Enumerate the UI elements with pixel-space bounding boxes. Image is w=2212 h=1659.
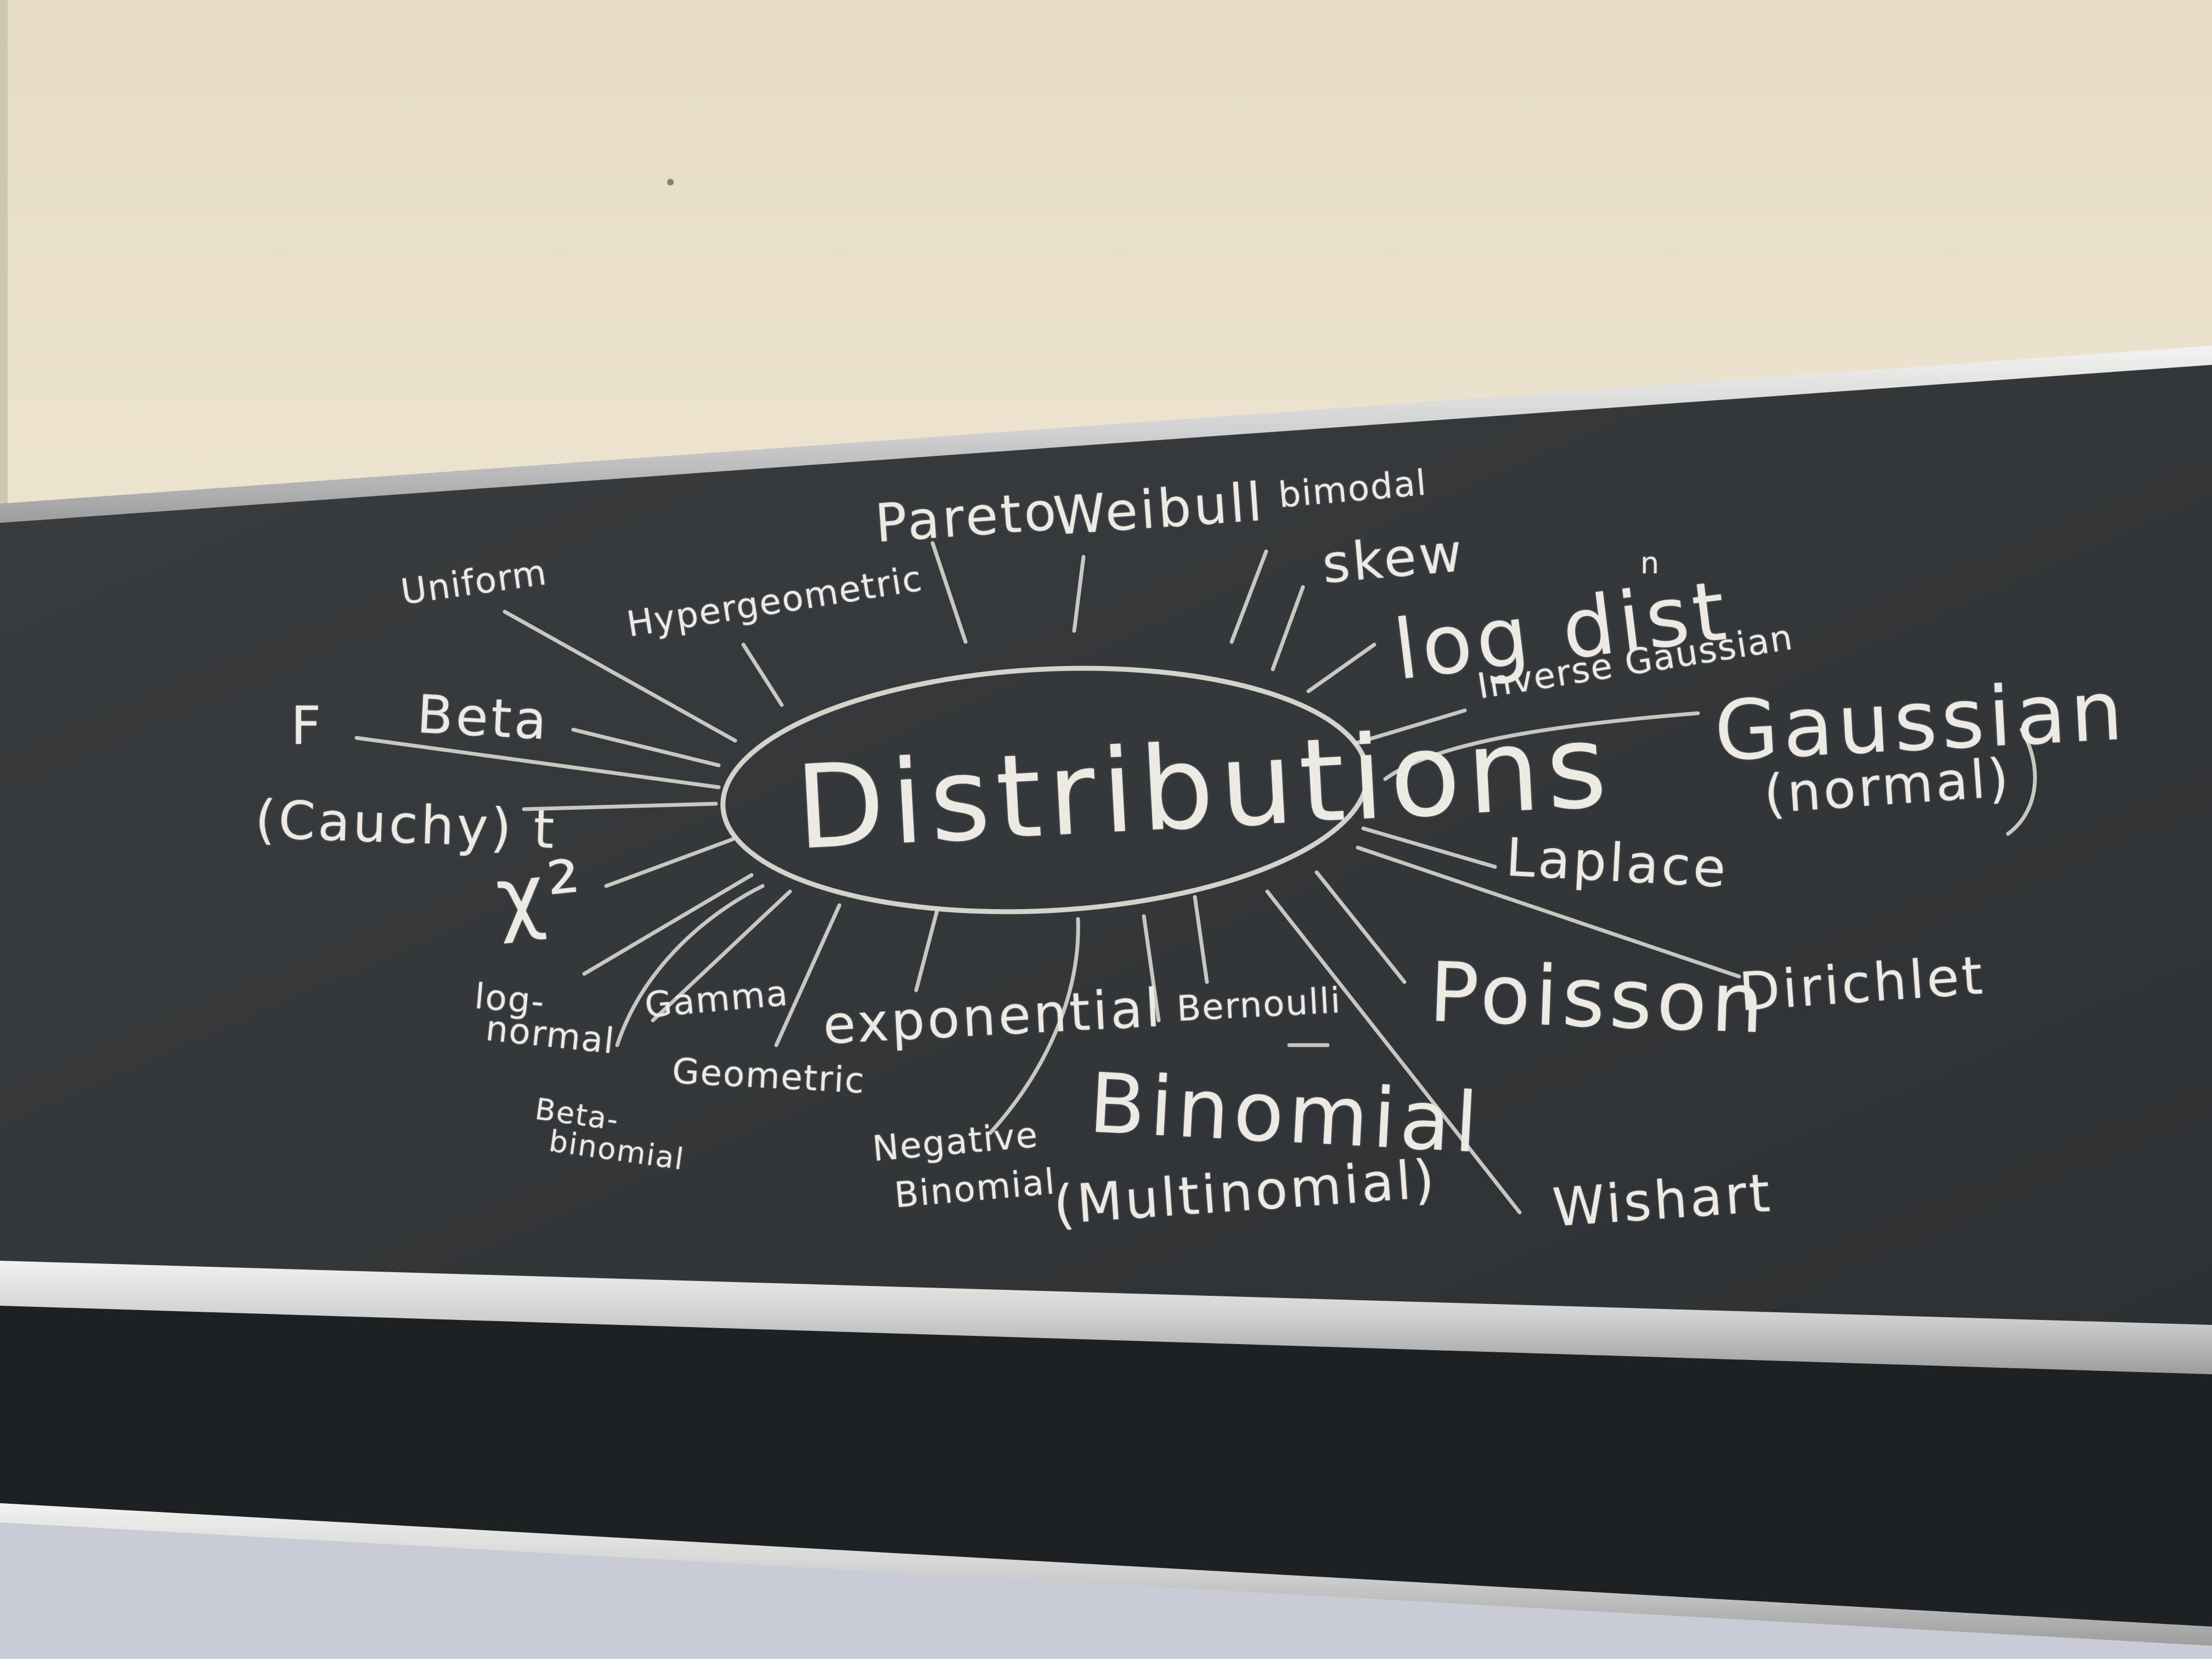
spoke-gaussian: [1383, 711, 1700, 781]
label-pareto: Pareto: [873, 480, 1061, 555]
label-f: F: [291, 695, 324, 757]
spoke-logdist: [1306, 642, 1376, 693]
chalk-tray: [0, 1261, 2212, 1374]
label-laplace: Laplace: [1504, 826, 1730, 900]
spoke-f: [354, 736, 721, 789]
spoke-exponential: [914, 909, 939, 992]
gaussian-closing-paren: [2006, 727, 2037, 836]
label-geometric: Geometric: [671, 1051, 866, 1102]
spoke-negbinomial: [988, 917, 1080, 1135]
spoke-weibull: [1072, 555, 1086, 633]
label-weibull: Weibull: [1051, 471, 1267, 548]
lower-board: [0, 1306, 2212, 1627]
label-dirichlet: Dirichlet: [1737, 944, 1988, 1023]
center-ellipse: [720, 665, 1370, 915]
spoke-bimodal: [1229, 549, 1268, 644]
wall-left-edge: [0, 0, 8, 521]
label-bernoulli: Bernoulli: [1176, 980, 1342, 1030]
spoke-hypergeometric: [741, 642, 784, 707]
label-chi-squared: χ²: [492, 842, 591, 947]
spoke-uniform: [503, 610, 737, 743]
spoke-gamma: [651, 889, 792, 1023]
label-log-dist-superscript: n: [1640, 546, 1661, 580]
spoke-lognormal: [582, 873, 754, 976]
label-normal: (normal): [1762, 747, 2013, 826]
spoke-inverse-gaussian: [1353, 708, 1467, 746]
spokes: [354, 541, 2037, 1215]
label-poisson: Poisson: [1427, 945, 1770, 1052]
label-skew: skew: [1319, 521, 1468, 596]
bottom-rail: [0, 1503, 2212, 1646]
wall-mark: [667, 179, 674, 185]
label-wishart: Wishart: [1550, 1162, 1775, 1239]
spoke-chi: [604, 837, 735, 888]
spoke-beta: [571, 727, 721, 768]
label-beta: Beta: [415, 683, 551, 752]
spoke-laplace: [1361, 826, 1497, 869]
spoke-geometric: [774, 903, 842, 1047]
spoke-cauchy: [522, 802, 718, 811]
spoke-poisson: [1314, 870, 1407, 984]
spoke-bernoulli-a: [1142, 914, 1161, 1023]
spoke-betabinomial: [615, 884, 765, 1047]
spoke-pareto: [930, 541, 968, 644]
spoke-bernoulli-b: [1193, 895, 1209, 984]
bottom-wall: [0, 1522, 2212, 1659]
chalkboard: [0, 365, 2212, 1328]
label-cauchy-t: (Cauchy) t: [254, 788, 558, 861]
spoke-dirichlet: [1356, 845, 1741, 979]
spoke-wishart: [1265, 889, 1522, 1215]
board-top-rail: [0, 346, 2212, 523]
spoke-skew: [1271, 585, 1305, 672]
